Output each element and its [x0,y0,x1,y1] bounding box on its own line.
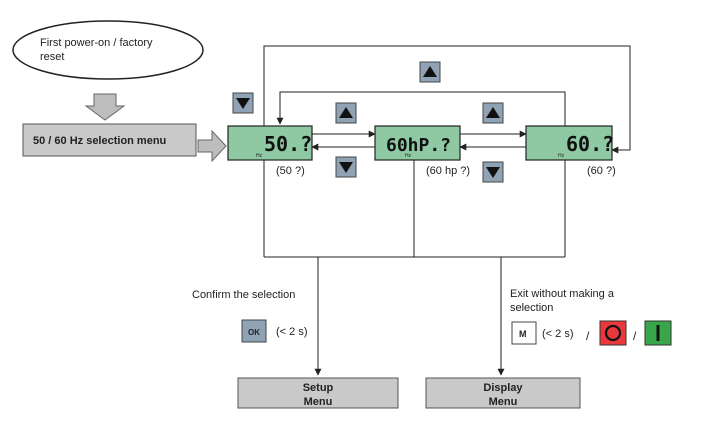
start-node-line2: reset [40,51,64,63]
display-menu-box: Display Menu [425,377,581,409]
confirm-timing: (< 2 s) [276,326,307,338]
ok-key-icon: OK [241,319,267,343]
selection-menu-box: 50 / 60 Hz selection menu [22,123,197,157]
display-60hp-unit: Hz [405,153,412,159]
block-down-arrow [84,93,126,121]
run-key-icon [644,320,672,346]
display-60hp: 60hP.? Hz (60 hp ?) [374,125,470,177]
confirm-label: Confirm the selection [192,289,295,301]
display-60hp-text: 60hP.? [386,135,451,156]
display-50hz: 50.? Hz (50 ?) [227,125,313,177]
display-menu-line2: Menu [489,396,518,408]
display-60hz-caption: (60 ?) [587,165,616,177]
m-key-label: M [519,329,527,339]
display-menu-line1: Display [483,382,523,394]
inner-loop-line [276,91,566,126]
down-arrow-key-icon [482,161,504,183]
display-60hp-caption: (60 hp ?) [426,165,470,177]
start-node-line1: First power-on / factory [40,37,153,49]
bottom-connector-lines [263,160,566,258]
down-arrow-key-icon [232,92,254,114]
exit-label-line2: selection [510,302,553,314]
selection-menu-label: 50 / 60 Hz selection menu [33,135,166,147]
outer-loop-line [263,45,631,154]
exit-label-line1: Exit without making a [510,288,615,300]
display-60hz-unit: Hz [558,153,565,159]
down-arrow-key-icon [335,156,357,178]
setup-menu-line1: Setup [303,382,334,394]
exit-separator: / [633,329,637,343]
stop-key-icon [599,320,627,346]
display-50hz-unit: Hz [256,153,263,159]
setup-menu-box: Setup Menu [237,377,399,409]
setup-menu-line2: Menu [304,396,333,408]
exit-separator: / [586,329,590,343]
start-node: First power-on / factory reset [12,20,204,80]
ok-key-label: OK [248,328,260,337]
up-arrow-key-icon [335,102,357,124]
display-60hz-text: 60.? [566,132,614,156]
up-arrow-key-icon [482,102,504,124]
block-right-arrow [197,129,227,163]
exit-timing: (< 2 s) [542,328,573,340]
display-60hz: 60.? Hz (60 ?) [525,125,616,177]
display-50hz-text: 50.? [264,132,312,156]
display-50hz-caption: (50 ?) [276,165,305,177]
up-arrow-key-icon [419,61,441,83]
m-key-icon: M [511,321,537,345]
